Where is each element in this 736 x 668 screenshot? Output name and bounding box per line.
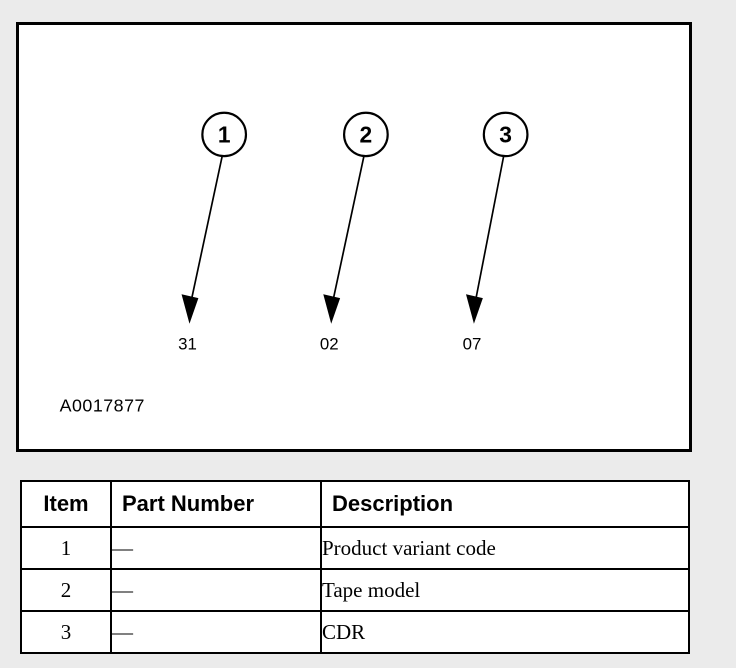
callout-number-2: 2 <box>360 121 373 147</box>
cell-description: CDR <box>320 610 690 654</box>
callout-balloon-2 <box>342 111 389 158</box>
table-row: 1 — Product variant code <box>20 526 690 570</box>
arrow-head-2 <box>323 294 341 324</box>
header-part-number: Part Number <box>110 480 322 528</box>
cell-description: Tape model <box>320 568 690 612</box>
figure-id-label: A0017877 <box>60 396 145 416</box>
illustration-panel: 1 31 2 02 3 07 A0017877 <box>16 22 692 452</box>
table-row: 3 — CDR <box>20 610 690 654</box>
cell-part-number: — <box>110 526 322 570</box>
code-label-2: 02 <box>320 334 339 353</box>
parts-table: Item Part Number Description 1 — Product… <box>20 480 690 654</box>
callout-balloon-3 <box>482 111 529 158</box>
header-description: Description <box>320 480 690 528</box>
leader-line-1 <box>188 155 224 310</box>
table-row: 2 — Tape model <box>20 568 690 612</box>
code-label-3: 07 <box>463 334 482 353</box>
cell-item: 3 <box>20 610 112 654</box>
table-header-row: Item Part Number Description <box>20 480 690 528</box>
cell-item: 1 <box>20 526 112 570</box>
callout-group-3: 3 07 <box>463 111 529 353</box>
illustration-svg: 1 31 2 02 3 07 A0017877 <box>60 111 529 416</box>
arrow-head-3 <box>465 294 483 324</box>
cell-part-number: — <box>110 610 322 654</box>
leader-line-3 <box>473 155 505 310</box>
callout-number-1: 1 <box>218 121 231 147</box>
callout-group-2: 2 02 <box>320 111 389 353</box>
callout-balloon-1 <box>201 111 248 158</box>
cell-description: Product variant code <box>320 526 690 570</box>
cell-part-number: — <box>110 568 322 612</box>
leader-line-2 <box>330 155 365 310</box>
arrow-head-1 <box>181 294 199 324</box>
header-item: Item <box>20 480 112 528</box>
code-label-1: 31 <box>178 334 197 353</box>
callout-group-1: 1 31 <box>178 111 248 353</box>
callout-number-3: 3 <box>499 121 512 147</box>
cell-item: 2 <box>20 568 112 612</box>
